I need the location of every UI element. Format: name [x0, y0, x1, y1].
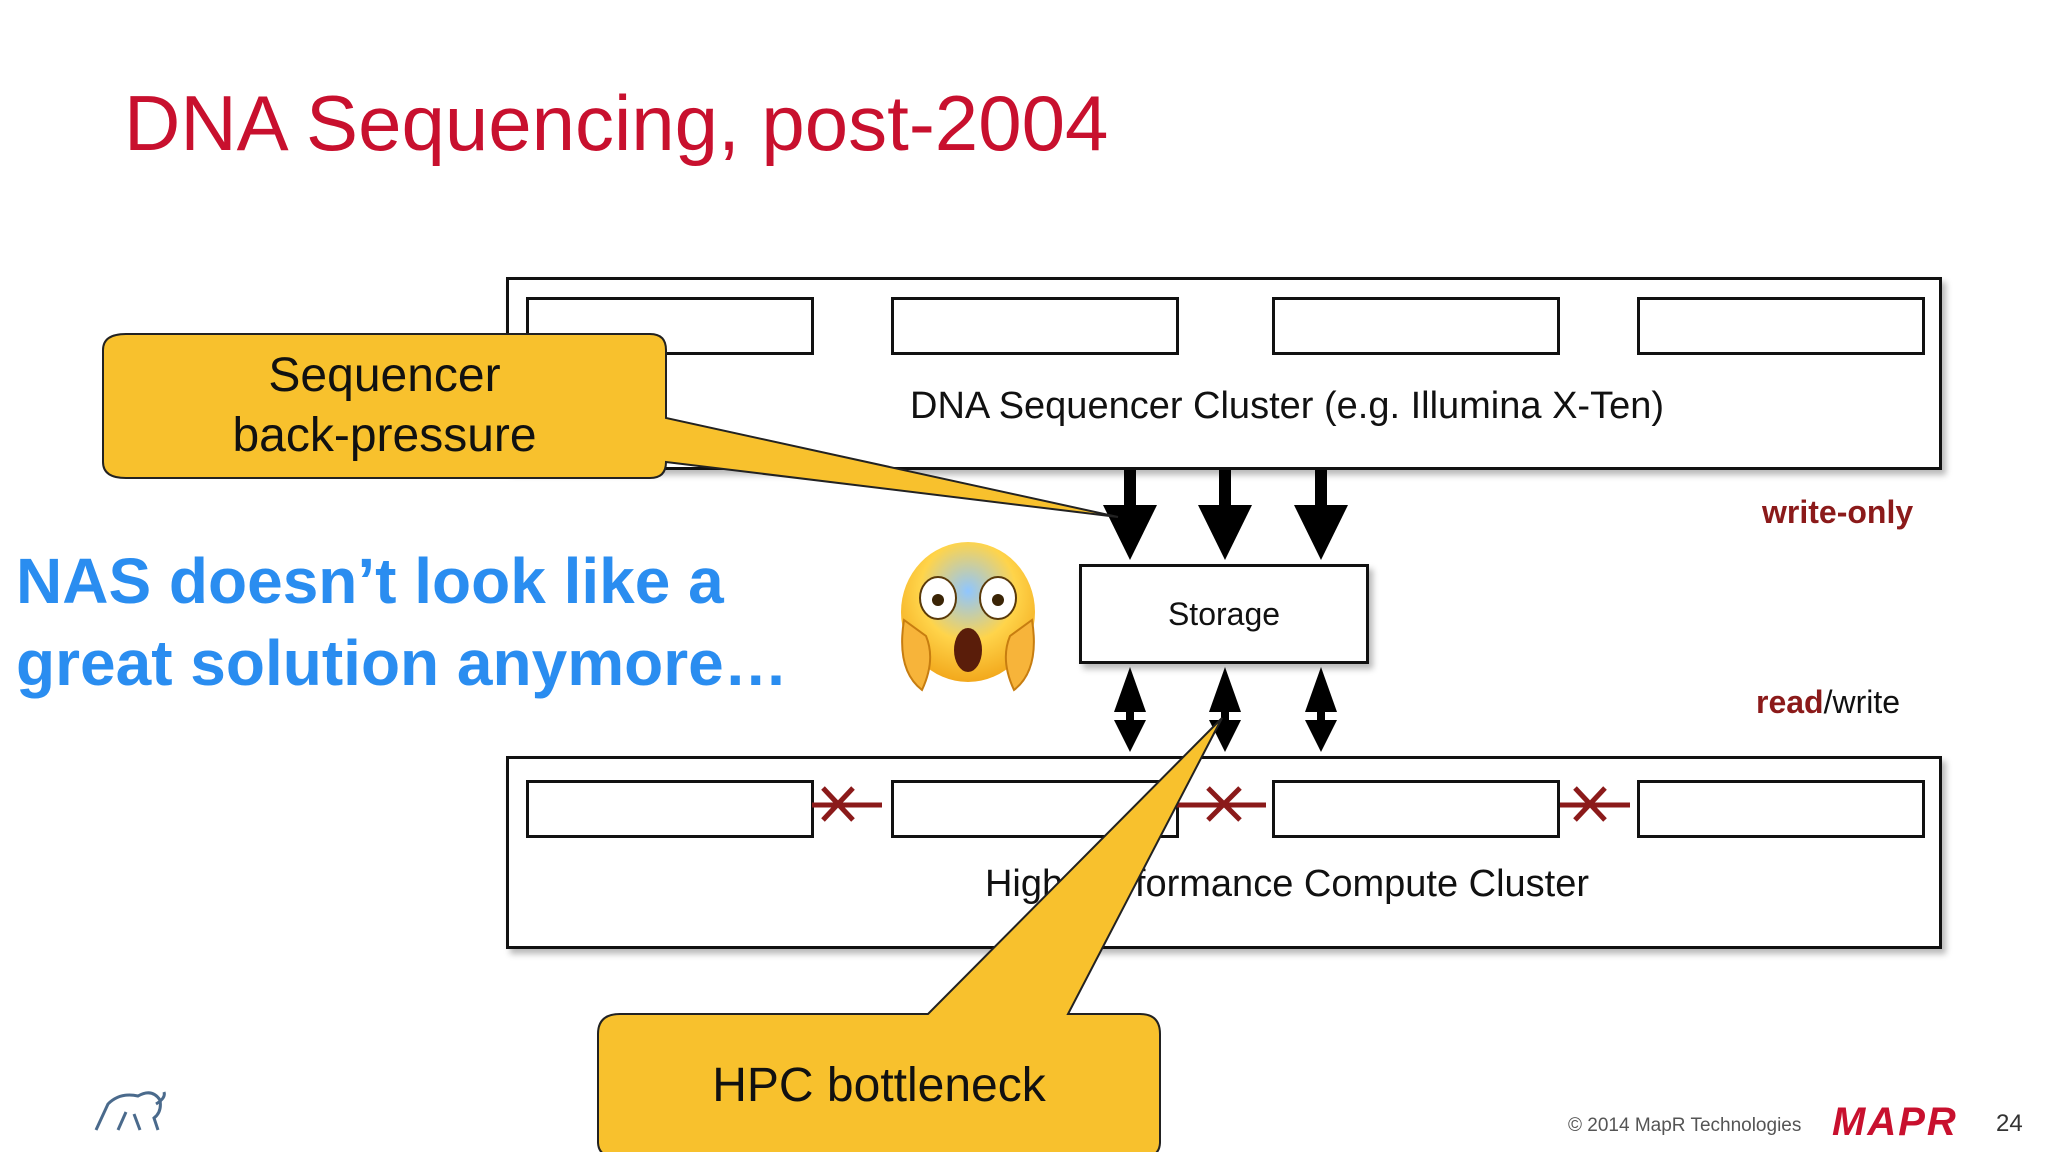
hpc-node: [526, 780, 814, 838]
write-suffix-label: /write: [1823, 684, 1901, 720]
backpressure-callout-shape: [102, 333, 1119, 518]
sequencer-node: [891, 297, 1179, 355]
elephant-logo-icon: [94, 1091, 166, 1131]
mapr-logo: MAPR: [1832, 1100, 1958, 1144]
write-only-label: write-only: [1762, 494, 1914, 530]
read-write-arrows: [1114, 667, 1337, 752]
hpc-node: [1637, 780, 1925, 838]
hpc-node: [1272, 780, 1560, 838]
nas-line2: great solution anymore…: [16, 627, 788, 699]
backpressure-callout-text: Sequencer back-pressure: [103, 346, 666, 466]
slide-title: DNA Sequencing, post-2004: [124, 79, 1109, 167]
backpressure-callout-line2: back-pressure: [232, 409, 537, 462]
footer-copyright: © 2014 MapR Technologies: [1568, 1115, 1802, 1136]
page-number: 24: [1996, 1110, 2023, 1137]
scream-emoji-icon: [901, 542, 1035, 692]
sequencer-cluster-label: DNA Sequencer Cluster (e.g. Illumina X-T…: [910, 385, 1664, 427]
read-label: read: [1756, 684, 1824, 720]
nas-statement: NAS doesn’t look like a great solution a…: [16, 540, 896, 704]
blocked-link-marks: [812, 786, 1630, 822]
sequencer-cluster: DNA Sequencer Cluster (e.g. Illumina X-T…: [506, 277, 1942, 470]
write-arrows: [1103, 470, 1348, 560]
nas-line1: NAS doesn’t look like a: [16, 545, 724, 617]
bottleneck-callout-text: HPC bottleneck: [712, 1059, 1046, 1112]
backpressure-callout-line1: Sequencer: [268, 349, 501, 402]
bottleneck-callout-shape: [597, 717, 1223, 1152]
sequencer-node: [1637, 297, 1925, 355]
storage-box: Storage: [1079, 564, 1369, 664]
sequencer-node: [1272, 297, 1560, 355]
read-write-label: read/write: [1756, 684, 1900, 721]
